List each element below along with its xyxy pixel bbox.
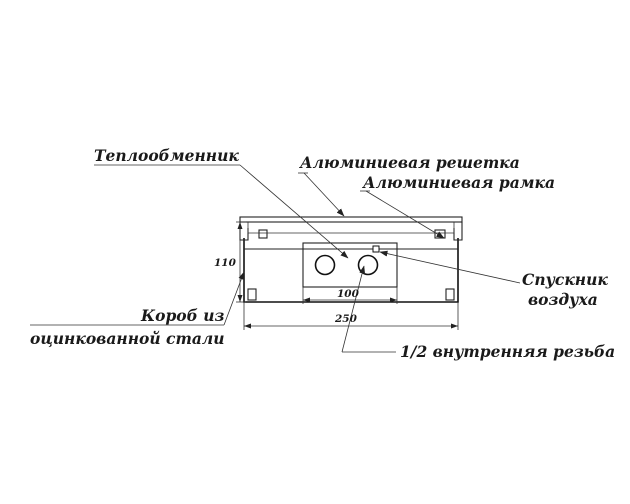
dimension-total-width (243, 302, 459, 330)
label-air-vent-line2: воздуха (528, 290, 598, 309)
label-air-vent-line1: Спускник (522, 270, 608, 289)
steel-box (243, 238, 459, 303)
dimension-exchanger-width (302, 287, 398, 304)
dimension-height-value: 110 (214, 257, 237, 269)
label-thread: 1/2 внутренняя резьба (400, 342, 615, 361)
aluminium-grille (239, 216, 463, 234)
pipe-right (357, 254, 379, 276)
leader-lines (30, 164, 521, 353)
label-aluminium-frame: Алюминиевая рамка (362, 173, 555, 192)
label-heat-exchanger: Теплообменник (94, 146, 239, 165)
dimension-exchanger-width-value: 100 (337, 288, 360, 300)
dimension-total-width-value: 250 (334, 313, 358, 325)
label-aluminium-grille: Алюминиевая решетка (299, 153, 520, 172)
heat-exchanger (302, 242, 398, 288)
label-box-line2: оцинкованной стали (30, 329, 225, 348)
label-box-line1: Короб из (140, 306, 224, 325)
air-vent-valve (372, 245, 380, 253)
dimension-height (236, 221, 246, 303)
aluminium-frame (239, 222, 463, 241)
pipe-left (314, 254, 336, 276)
